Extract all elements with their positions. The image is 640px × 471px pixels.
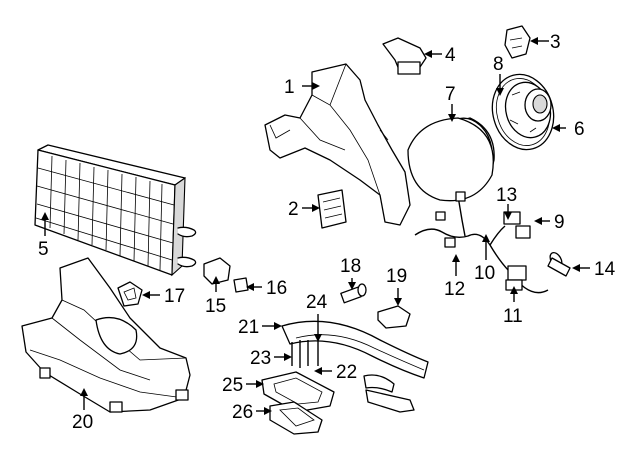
callout-16: 16 — [266, 278, 287, 299]
callout-4: 4 — [445, 45, 456, 66]
callout-8: 8 — [493, 54, 504, 75]
callout-25: 25 — [222, 375, 243, 396]
part-6-blower-motor — [504, 81, 552, 139]
callout-24: 24 — [306, 292, 328, 313]
part-3-actuator — [504, 25, 531, 59]
part-17-seal — [117, 281, 143, 307]
callout-21: 21 — [238, 317, 259, 338]
part-16-clip — [233, 277, 249, 293]
part-5-heater-core — [34, 144, 197, 277]
part-15-switch — [203, 257, 231, 285]
callout-13: 13 — [496, 185, 517, 206]
callout-20: 20 — [72, 412, 93, 433]
callout-10: 10 — [474, 263, 495, 284]
callout-26: 26 — [232, 402, 253, 423]
part-1-heater-case — [264, 63, 411, 226]
callout-18: 18 — [340, 256, 361, 277]
part-23-duct — [291, 340, 415, 413]
part-18-sensor — [340, 283, 367, 304]
callout-2: 2 — [288, 199, 299, 220]
callout-5: 5 — [38, 239, 49, 260]
part-20-lower-case — [21, 257, 191, 413]
callout-23: 23 — [250, 348, 271, 369]
part-19-actuator — [377, 305, 411, 329]
part-11-resistor — [505, 265, 527, 291]
callout-14: 14 — [594, 259, 616, 280]
callout-labels: 1 2 3 4 5 6 7 8 9 10 11 12 13 14 15 16 1… — [38, 32, 616, 433]
callout-3: 3 — [550, 32, 561, 53]
callout-7: 7 — [445, 84, 456, 105]
part-4-actuator — [382, 37, 427, 75]
callout-12: 12 — [444, 279, 465, 300]
callout-1: 1 — [284, 77, 295, 98]
callout-11: 11 — [503, 306, 523, 327]
part-26-seal — [269, 401, 323, 435]
leader-lines — [41, 37, 590, 415]
part-7-gasket — [407, 117, 494, 202]
part-2-filter — [317, 189, 347, 229]
callout-17: 17 — [164, 286, 185, 307]
callout-9: 9 — [554, 212, 565, 233]
part-25-gasket — [261, 371, 335, 413]
part-14-sensor — [547, 251, 571, 277]
callout-19: 19 — [386, 266, 407, 287]
callout-15: 15 — [205, 296, 226, 317]
callout-22: 22 — [336, 362, 357, 383]
callout-6: 6 — [574, 119, 585, 140]
